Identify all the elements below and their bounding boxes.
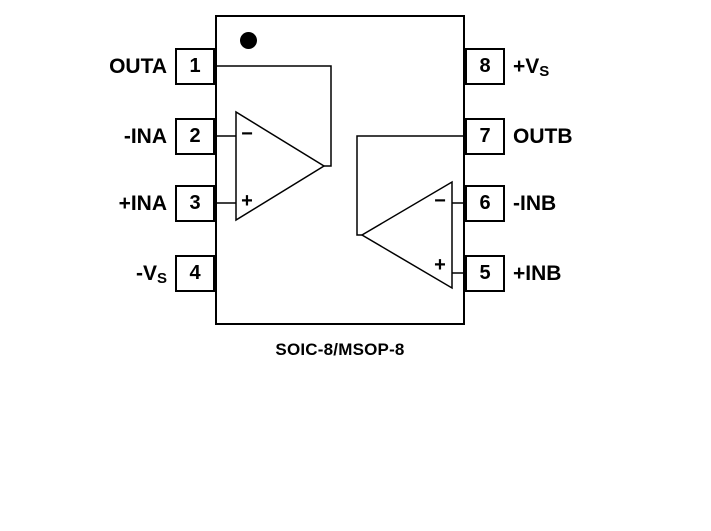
pin-label-outb: OUTB (513, 118, 663, 155)
pin-label-inb-noninv: +INB (513, 255, 663, 292)
pin-label-ina-noninv: +INA (45, 185, 167, 222)
pin-number: 6 (479, 192, 491, 214)
pin-label-vpos: +VS (513, 48, 663, 85)
opamp-a-noninverting-sign: + (241, 190, 253, 212)
pin-label-text: OUTB (513, 125, 573, 148)
pin-box-3: 3 (175, 185, 215, 222)
opamp-a-inverting-sign: − (241, 123, 253, 145)
pin-number: 7 (479, 125, 491, 147)
pin-label-text: +V (513, 55, 540, 78)
pin-box-4: 4 (175, 255, 215, 292)
pin-label-text: +INA (118, 192, 167, 215)
pin-box-6: 6 (465, 185, 505, 222)
pin-box-7: 7 (465, 118, 505, 155)
pin-box-8: 8 (465, 48, 505, 85)
pin-label-subscript: S (539, 63, 550, 80)
pin-label-subscript: S (156, 270, 167, 287)
pin-box-5: 5 (465, 255, 505, 292)
pin-label-text: OUTA (109, 55, 167, 78)
pin-box-1: 1 (175, 48, 215, 85)
package-caption: SOIC-8/MSOP-8 (275, 340, 405, 359)
pin-number: 1 (189, 55, 201, 77)
opamp-b-inverting-sign: − (434, 190, 446, 212)
pin1-indicator-dot (240, 32, 257, 49)
pin-label-vneg: -VS (45, 255, 167, 292)
pin-label-text: -INA (123, 125, 167, 148)
pin-number: 5 (479, 262, 491, 284)
pin-label-text: -V (135, 262, 157, 285)
pin-label-inb-inv: -INB (513, 185, 663, 222)
ic-body (215, 15, 465, 325)
pin-number: 3 (189, 192, 201, 214)
pin-label-ina-inv: -INA (45, 118, 167, 155)
pin-number: 4 (189, 262, 201, 284)
pin-box-2: 2 (175, 118, 215, 155)
pin-label-text: -INB (513, 192, 557, 215)
pin-number: 8 (479, 55, 491, 77)
pin-number: 2 (189, 125, 201, 147)
opamp-b-noninverting-sign: + (434, 254, 446, 276)
pin-label-text: +INB (513, 262, 562, 285)
pin-label-outa: OUTA (45, 48, 167, 85)
